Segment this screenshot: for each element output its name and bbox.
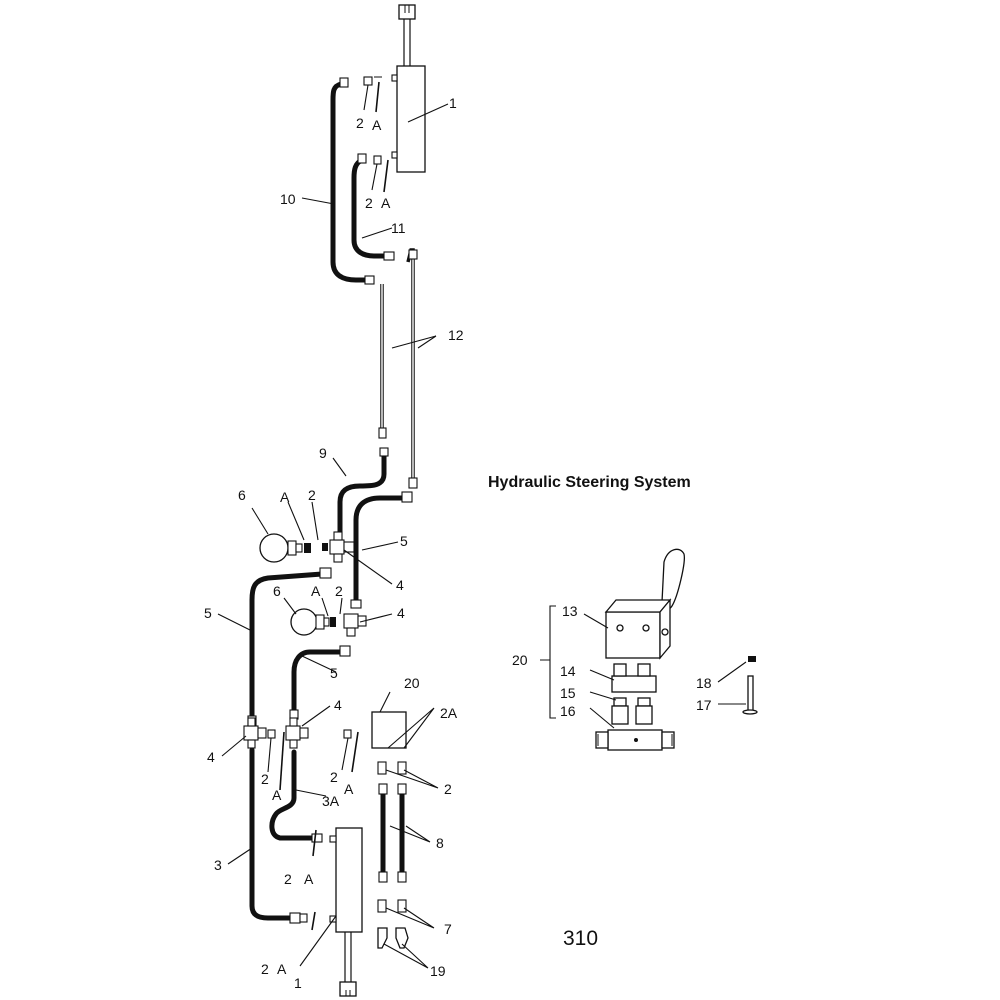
- bracket-20: [540, 605, 556, 719]
- callout-a-lower-a: A: [272, 787, 282, 803]
- loose-elbows-19: [377, 927, 409, 949]
- control-valve-assembly: [595, 548, 685, 751]
- callout-3: 3: [214, 857, 222, 873]
- callout-5-left: 5: [204, 605, 212, 621]
- callout-2-bottom2: 2: [261, 961, 269, 977]
- callout-2-lower-b: 2: [330, 769, 338, 785]
- callout-9: 9: [319, 445, 327, 461]
- callout-10: 10: [280, 191, 296, 207]
- callout-4-c: 4: [334, 697, 342, 713]
- callout-a-mid: A: [381, 195, 391, 211]
- loose-fittings-7: [377, 899, 407, 913]
- tee-fitting-4c: [285, 717, 309, 749]
- callout-5-mid: 5: [330, 665, 338, 681]
- hose-5-mid: [291, 649, 343, 715]
- callout-13: 13: [562, 603, 578, 619]
- hose-11: [351, 157, 389, 259]
- clip-18: [748, 656, 756, 662]
- callout-6-mid: 6: [273, 583, 281, 599]
- pin-17: [742, 675, 758, 715]
- tee-fitting-4b: [343, 613, 367, 637]
- callout-2a-box: 2A: [440, 705, 458, 721]
- callout-a-6mid: A: [311, 583, 321, 599]
- callout-18: 18: [696, 675, 712, 691]
- callout-labels: 1 2 A 2 A 10 11 12 9 6 A 2 5 4 6 A 2 4 5…: [204, 95, 712, 991]
- callout-3a: 3A: [322, 793, 340, 809]
- gauge-6-mid: [290, 608, 336, 636]
- callout-6-top: 6: [238, 487, 246, 503]
- hose-9: [337, 449, 387, 535]
- callout-1-top: 1: [449, 95, 457, 111]
- fitting-2a-lower-a: [267, 729, 285, 791]
- loose-part-20: [371, 711, 407, 749]
- callout-4-b: 4: [397, 605, 405, 621]
- hose-5-right: [353, 495, 407, 603]
- callout-16: 16: [560, 703, 576, 719]
- fitting-2a-top: [363, 76, 382, 113]
- tee-fitting-4a: [322, 531, 355, 563]
- callout-1-bottom: 1: [294, 975, 302, 991]
- callout-7: 7: [444, 921, 452, 937]
- gauge-6-top: [259, 533, 311, 563]
- callout-a-bottom1: A: [304, 871, 314, 887]
- hose-3: [249, 747, 293, 921]
- fitting-2a-mid: [371, 155, 389, 193]
- callout-20-top: 20: [404, 675, 420, 691]
- callout-17: 17: [696, 697, 712, 713]
- page-number: 310: [563, 927, 599, 950]
- callout-a-lower-b: A: [344, 781, 354, 797]
- callout-11: 11: [391, 220, 406, 236]
- callout-a-top: A: [372, 117, 382, 133]
- callout-a-6top: A: [280, 489, 290, 505]
- hose-10-end: [339, 77, 349, 88]
- callout-20-valve: 20: [512, 652, 528, 668]
- callout-a-bottom2: A: [277, 961, 287, 977]
- callout-2-bottom1: 2: [284, 871, 292, 887]
- callout-2-box: 2: [444, 781, 452, 797]
- hose-3a: [269, 749, 315, 841]
- hose-5-left: [249, 571, 325, 719]
- bottom-cylinder: [311, 827, 363, 997]
- callout-2-lower-a: 2: [261, 771, 269, 787]
- callout-2-mid: 2: [365, 195, 373, 211]
- callout-14: 14: [560, 663, 576, 679]
- callout-12: 12: [448, 327, 464, 343]
- diagram-title: Hydraulic Steering System: [488, 474, 691, 491]
- callout-19: 19: [430, 963, 446, 979]
- callout-2-6mid: 2: [335, 583, 343, 599]
- loose-hoses-8: [378, 783, 407, 883]
- callout-2-6top: 2: [308, 487, 316, 503]
- callout-2-top: 2: [356, 115, 364, 131]
- callout-4-d: 4: [207, 749, 215, 765]
- callout-5-right: 5: [400, 533, 408, 549]
- tee-fitting-4d: [243, 717, 267, 749]
- callout-4-a: 4: [396, 577, 404, 593]
- callout-15: 15: [560, 685, 576, 701]
- loose-fittings-2: [377, 761, 407, 775]
- fitting-2a-lower-b: [341, 729, 359, 773]
- hose-10: [330, 81, 375, 283]
- top-cylinder: [391, 4, 426, 173]
- pipe-12: [378, 248, 418, 489]
- leader-lines: [217, 103, 747, 969]
- callout-8: 8: [436, 835, 444, 851]
